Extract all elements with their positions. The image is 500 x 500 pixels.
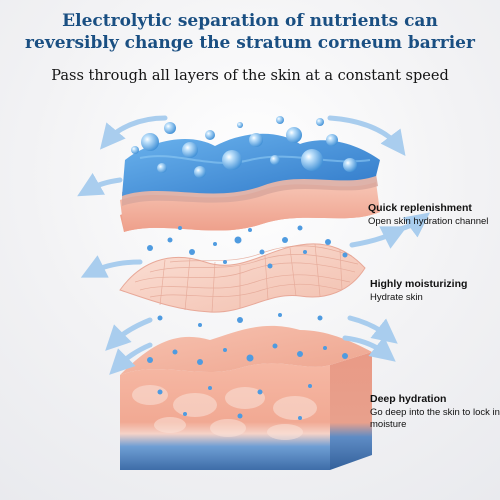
feature-description: Hydrate skin — [370, 292, 423, 303]
headline-line-2: reversibly change the stratum corneum ba… — [25, 33, 475, 53]
water-droplets-middle — [138, 225, 348, 327]
flow-arrows-bottom — [109, 335, 396, 375]
feature-title: Deep hydration — [370, 393, 447, 405]
flow-arrows-middle — [80, 226, 408, 351]
feature-quick-replenishment: Quick replenishment Open skin hydration … — [368, 202, 498, 228]
feature-description: Go deep into the skin to lock in moistur… — [370, 407, 500, 430]
feature-description: Open skin hydration channel — [368, 216, 489, 227]
water-bubbles-top — [131, 116, 357, 178]
feature-deep-hydration: Deep hydration Go deep into the skin to … — [370, 393, 500, 431]
middle-skin-mesh — [119, 243, 366, 313]
deep-skin-block — [120, 325, 372, 470]
headline-line-1: Electrolytic separation of nutrients can — [62, 11, 438, 31]
feature-highly-moisturizing: Highly moisturizing Hydrate skin — [370, 278, 500, 304]
top-skin-layer — [120, 133, 380, 232]
headline: Electrolytic separation of nutrients can… — [0, 10, 500, 54]
feature-title: Highly moisturizing — [370, 278, 468, 290]
feature-title: Quick replenishment — [368, 202, 472, 214]
subheadline: Pass through all layers of the skin at a… — [51, 68, 449, 84]
